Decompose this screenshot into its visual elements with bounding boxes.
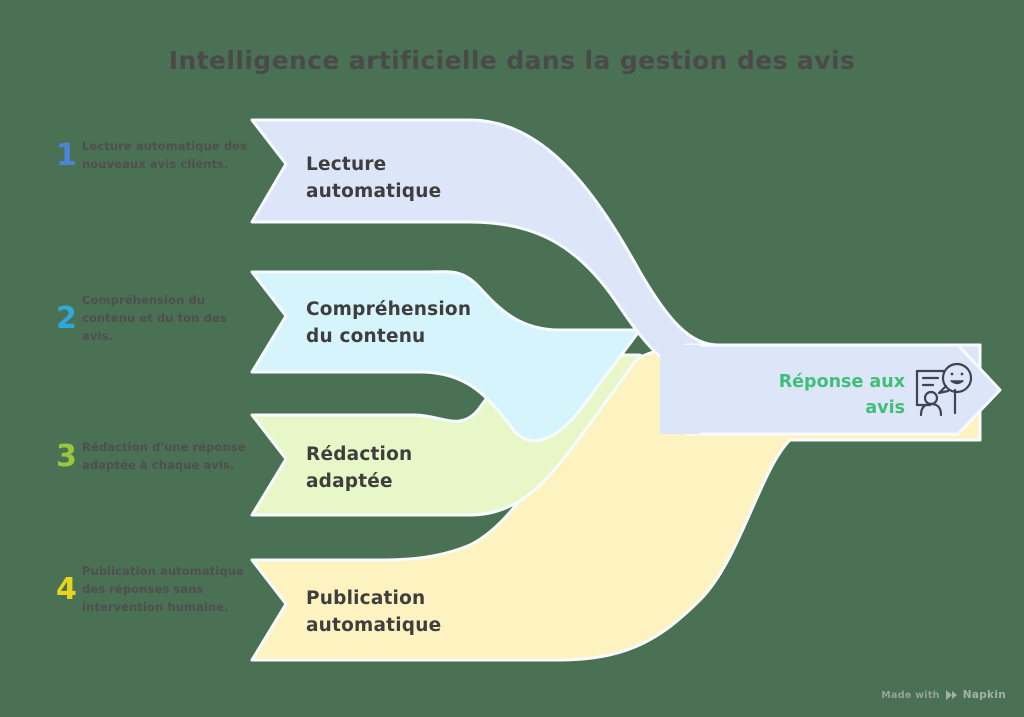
band-label-publication: Publication automatique: [306, 588, 442, 636]
page-title: Intelligence artificielle dans la gestio…: [168, 46, 856, 75]
step-description-2: Compréhension du contenu et du ton des a…: [82, 293, 227, 343]
step-number-4: 4: [56, 571, 77, 607]
band-label-redaction: Rédaction adaptée: [306, 444, 413, 492]
band-label-comprehension: Compréhension du contenu: [306, 299, 472, 347]
watermark: Made with Napkin: [881, 689, 1006, 701]
step-description-3: Rédaction d'une réponse adaptée à chaque…: [82, 440, 246, 472]
step-description-4: Publication automatique des réponses san…: [82, 564, 244, 614]
step-number-3: 3: [56, 438, 77, 474]
step-number-2: 2: [56, 300, 77, 336]
flow-merge-fill: [660, 345, 700, 434]
step-description-1: Lecture automatique des nouveaux avis cl…: [82, 139, 248, 171]
napkin-play-logo-icon: [945, 690, 957, 700]
person-speech-bubble-icon: [915, 362, 973, 417]
step-item-1: 1 Lecture automatique des nouveaux avis …: [48, 138, 253, 174]
watermark-brand-text: Napkin: [962, 689, 1006, 701]
output-label-reponse-aux-avis: Réponse aux avis: [778, 372, 905, 419]
step-number-1: 1: [56, 137, 77, 173]
flow-band-comprehension: [250, 270, 642, 443]
band-label-lecture: Lecture automatique: [306, 154, 442, 202]
step-item-3: 3 Rédaction d'une réponse adaptée à chaq…: [48, 439, 253, 475]
step-item-2: 2 Compréhension du contenu et du ton des…: [48, 292, 253, 345]
step-item-4: 4 Publication automatique des réponses s…: [48, 563, 253, 616]
watermark-made-with-text: Made with: [881, 689, 940, 701]
